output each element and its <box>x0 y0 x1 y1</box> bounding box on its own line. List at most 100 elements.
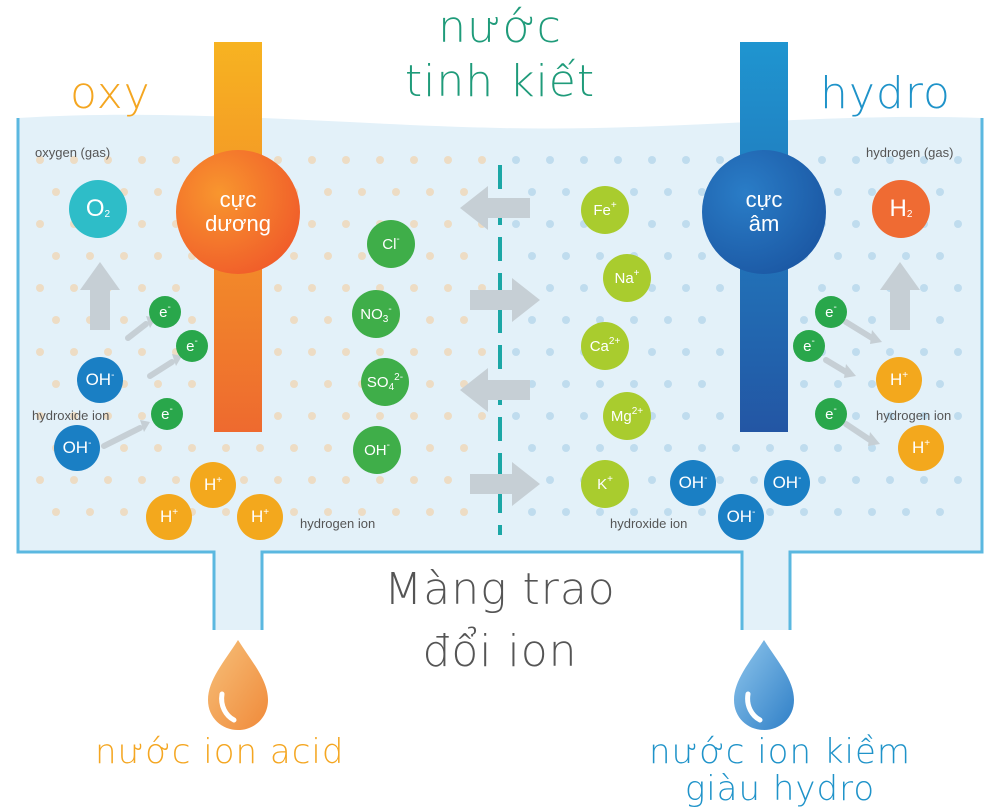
anode-ball <box>176 150 300 274</box>
water-dot <box>36 284 44 292</box>
ion-symbol: H <box>250 507 264 526</box>
water-dot <box>936 252 944 260</box>
hydroxide-ion: OH- <box>353 426 401 474</box>
alkaline-water-drop-icon <box>734 640 794 730</box>
ion-symbol: e <box>825 303 834 321</box>
water-dot <box>342 156 350 164</box>
water-dot <box>902 508 910 516</box>
arrow-e-to-h1 <box>843 319 875 341</box>
water-dot <box>478 412 486 420</box>
water-dot <box>562 508 570 516</box>
water-dot <box>444 220 452 228</box>
water-dot <box>324 316 332 324</box>
water-dot <box>716 284 724 292</box>
water-dot <box>630 188 638 196</box>
water-dot <box>138 476 146 484</box>
acid-drop-highlight <box>219 691 237 723</box>
proton-ion: H+ <box>898 425 944 471</box>
cathode-label-line1: cực <box>745 186 783 212</box>
ion-charge: + <box>902 369 909 381</box>
ion-symbol: OH <box>364 441 387 459</box>
ion-charge: + <box>172 506 179 518</box>
water-dot <box>596 380 604 388</box>
water-dot <box>138 412 146 420</box>
ion-symbol: H <box>889 370 903 389</box>
arrow-oh-to-e2 <box>147 359 175 379</box>
water-dot <box>154 188 162 196</box>
title-membrane-line2: đổi ion <box>422 626 578 677</box>
water-dot <box>274 476 282 484</box>
hydroxide-ion: OH- <box>764 460 810 506</box>
water-dot <box>902 252 910 260</box>
water-dot <box>886 476 894 484</box>
water-dot <box>852 284 860 292</box>
ion-charge: - <box>111 369 115 381</box>
ion-symbol: e <box>186 337 195 355</box>
water-dot <box>800 316 808 324</box>
water-dot <box>512 348 520 356</box>
electron-ion: e- <box>176 330 208 362</box>
water-dot <box>954 284 962 292</box>
water-dot <box>444 412 452 420</box>
water-dot <box>478 348 486 356</box>
water-dot <box>528 252 536 260</box>
water-dot <box>868 508 876 516</box>
water-dot <box>596 444 604 452</box>
water-dot <box>342 284 350 292</box>
water-dot <box>800 508 808 516</box>
water-dot <box>52 316 60 324</box>
water-dot <box>52 188 60 196</box>
water-dot <box>138 220 146 228</box>
water-dot <box>562 380 570 388</box>
water-dot <box>682 348 690 356</box>
ion-symbol: e <box>159 303 168 321</box>
water-dot <box>648 348 656 356</box>
label-hydrogen-ion-right: hydrogen ion <box>876 408 952 423</box>
water-dot <box>954 156 962 164</box>
water-dot <box>716 156 724 164</box>
water-dot <box>172 284 180 292</box>
water-dot <box>104 348 112 356</box>
water-dot <box>342 412 350 420</box>
water-dot <box>308 220 316 228</box>
ion-charge: + <box>924 437 931 449</box>
water-dot <box>630 380 638 388</box>
water-dot <box>716 476 724 484</box>
water-dot <box>682 284 690 292</box>
ion-charge: - <box>396 233 400 245</box>
water-dot <box>222 508 230 516</box>
water-dot <box>138 156 146 164</box>
water-dot <box>818 476 826 484</box>
water-dot <box>426 188 434 196</box>
water-dot <box>886 348 894 356</box>
water-dot <box>698 188 706 196</box>
ion-symbol: e <box>803 337 812 355</box>
water-dot <box>562 252 570 260</box>
arrow-left-2 <box>460 368 530 412</box>
water-dot <box>376 412 384 420</box>
water-dot <box>682 412 690 420</box>
proton-ion: H+ <box>237 494 283 540</box>
ion-charge: - <box>388 303 392 315</box>
water-dot <box>664 380 672 388</box>
water-dot <box>120 316 128 324</box>
water-dot <box>308 156 316 164</box>
water-dot <box>36 412 44 420</box>
water-dot <box>70 348 78 356</box>
water-dot <box>154 380 162 388</box>
water-dot <box>698 316 706 324</box>
ion-symbol: OH <box>678 473 705 492</box>
ion-symbol: Cl <box>382 235 397 253</box>
water-dot <box>86 252 94 260</box>
arrow-oh-to-e1 <box>125 321 149 341</box>
ion-charge: - <box>752 506 756 518</box>
water-dot <box>342 348 350 356</box>
water-dot <box>290 252 298 260</box>
oxygen-rise-arrow <box>80 262 120 330</box>
ion-symbol: e <box>825 405 834 423</box>
water-dot <box>188 444 196 452</box>
